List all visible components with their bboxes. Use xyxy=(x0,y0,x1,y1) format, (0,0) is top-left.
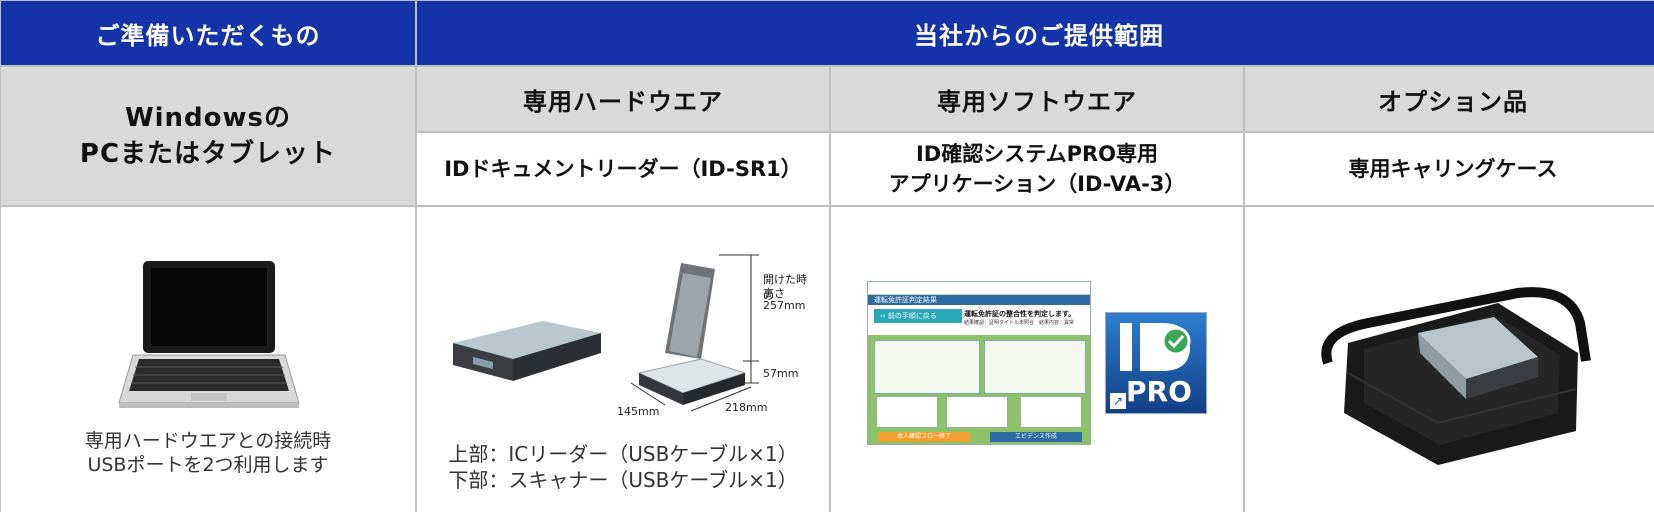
header-provided-scope-label: 当社からのご提供範囲 xyxy=(914,21,1164,50)
app-header-area: ‹‹ 前の手順に戻る 運転免許証の整合性を判定します。 結果確認：証明タイトル未… xyxy=(868,305,1090,335)
app-headline: 運転免許証の整合性を判定します。 xyxy=(964,310,1076,318)
app-window-titlebar xyxy=(868,282,1090,295)
dim-width-value: 145mm xyxy=(617,405,660,418)
dim-thickness-value: 57mm xyxy=(763,367,799,380)
hardware-caption-line1: 上部：ICリーダー（USBケーブル×1） xyxy=(448,442,798,466)
pc-title-line1: Windowsの xyxy=(124,103,292,133)
app-subline: 結果確認：証明タイトル未照合 結果内容：異常 xyxy=(964,320,1075,326)
software-illustration: 運転免許証判定結果 ‹‹ 前の手順に戻る 運転免許証の整合性を判定します。 結果… xyxy=(867,281,1207,445)
app-photo-1 xyxy=(876,396,938,428)
product-option: 専用キャリングケース xyxy=(1245,133,1654,205)
category-software: 専用ソフトウエア xyxy=(831,67,1243,131)
shortcut-arrow-icon: ↗ xyxy=(1110,393,1126,409)
category-option-label: オプション品 xyxy=(1378,87,1528,116)
chevron-left-icon: ‹‹ xyxy=(880,312,888,320)
category-option: オプション品 xyxy=(1245,67,1654,131)
product-option-name: 専用キャリングケース xyxy=(1348,157,1558,181)
header-customer-prepares: ご準備いただくもの xyxy=(1,1,415,65)
app-flow-end-button-label: 本人確認フロー終了 xyxy=(896,433,951,440)
pc-title-line2: PCまたはタブレット xyxy=(79,139,337,169)
id-logo-icon xyxy=(1120,323,1191,371)
app-back-button[interactable]: ‹‹ 前の手順に戻る xyxy=(874,309,962,323)
dim-depth-value: 218mm xyxy=(725,401,768,414)
logo-pro-text: PRO xyxy=(1126,375,1192,408)
id-pro-logo: PRO ↗ xyxy=(1105,312,1207,414)
dim-height-label-2: 高さ xyxy=(763,287,785,300)
dim-height-value: 257mm xyxy=(763,299,806,312)
laptop-icon xyxy=(118,261,300,408)
app-screenshot: 運転免許証判定結果 ‹‹ 前の手順に戻る 運転免許証の整合性を判定します。 結果… xyxy=(867,281,1091,445)
laptop-caption-line1: 専用ハードウエアとの接続時 xyxy=(84,430,332,452)
laptop-cell: 専用ハードウエアとの接続時 USBポートを2つ利用します xyxy=(1,207,415,519)
app-result-panel-left xyxy=(874,340,980,394)
app-evidence-button[interactable]: エビデンス作成 xyxy=(990,432,1082,442)
app-photo-2 xyxy=(946,396,1008,428)
app-back-button-label: 前の手順に戻る xyxy=(887,312,937,320)
hardware-caption-line2: 下部：スキャナー（USBケーブル×1） xyxy=(448,468,798,492)
app-photo-3 xyxy=(1020,396,1082,428)
category-software-label: 専用ソフトウエア xyxy=(937,87,1137,116)
case-cell xyxy=(1245,207,1654,519)
category-hardware: 専用ハードウエア xyxy=(417,67,829,131)
product-hardware: IDドキュメントリーダー（ID-SR1） xyxy=(417,133,829,205)
app-flow-end-button[interactable]: 本人確認フロー終了 xyxy=(878,432,970,442)
carrying-case-icon xyxy=(1321,287,1591,465)
laptop-caption-line2: USBポートを2つ利用します xyxy=(87,454,329,476)
hardware-illustration: 開けた時の 高さ 257mm 57mm 145mm 218mm xyxy=(433,233,813,423)
software-cell: 運転免許証判定結果 ‹‹ 前の手順に戻る 運転免許証の整合性を判定します。 結果… xyxy=(831,207,1243,519)
app-result-panel-right xyxy=(984,340,1086,394)
product-hardware-name: IDドキュメントリーダー（ID-SR1） xyxy=(444,157,802,181)
app-evidence-button-label: エビデンス作成 xyxy=(1015,433,1057,440)
scanner-icon xyxy=(453,254,759,412)
pc-title-cell: Windowsの PCまたはタブレット xyxy=(1,67,415,205)
category-hardware-label: 専用ハードウエア xyxy=(523,87,723,116)
product-software-name-line2: アプリケーション（ID-VA-3） xyxy=(888,172,1186,196)
product-software-name-line1: ID確認システムPRO専用 xyxy=(915,142,1159,166)
dim-height-label-1: 開けた時の xyxy=(763,273,807,302)
product-software: ID確認システムPRO専用 アプリケーション（ID-VA-3） xyxy=(831,133,1243,205)
header-provided-scope: 当社からのご提供範囲 xyxy=(417,1,1654,65)
hardware-cell: 開けた時の 高さ 257mm 57mm 145mm 218mm 上部：ICリーダ… xyxy=(417,207,829,519)
app-header-title: 運転免許証判定結果 xyxy=(868,295,1090,305)
header-customer-prepares-label: ご準備いただくもの xyxy=(95,21,321,50)
